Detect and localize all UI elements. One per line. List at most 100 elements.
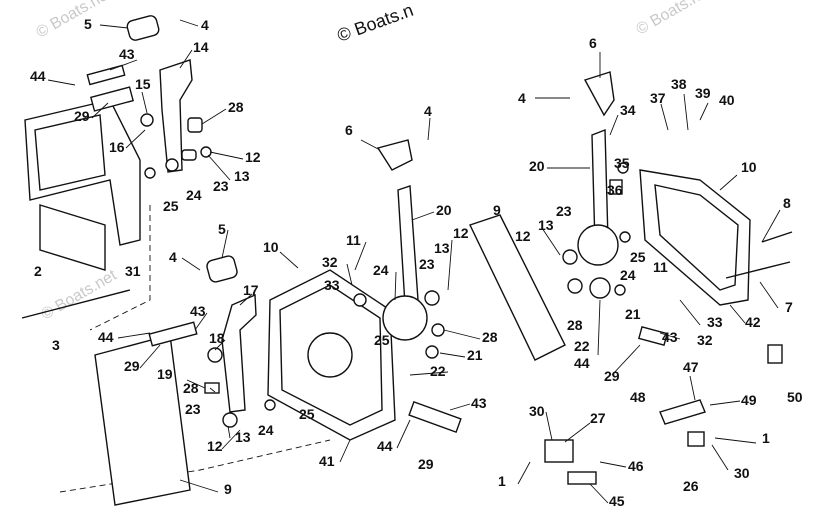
callout-25-right: 25	[630, 249, 646, 265]
callout-24-center: 24	[373, 262, 389, 278]
callout-15: 15	[135, 76, 151, 92]
callout-4-left: 4	[169, 249, 177, 265]
callout-45: 45	[609, 493, 625, 509]
callout-33-right: 33	[707, 314, 723, 330]
callout-6-center: 6	[345, 122, 353, 138]
callout-21-center: 21	[467, 347, 483, 363]
detent-28-upper	[187, 117, 203, 133]
callout-25-upper: 25	[163, 198, 179, 214]
link-bar-43	[86, 64, 126, 86]
callout-43-left: 43	[190, 303, 206, 319]
callout-32-left: 32	[322, 254, 338, 270]
leader-lines-upper-left	[47, 19, 244, 181]
long-screw-left	[21, 289, 131, 319]
bracket-29-upper	[90, 86, 134, 112]
callout-25-left: 25	[299, 406, 315, 422]
callout-18: 18	[209, 330, 225, 346]
callout-41: 41	[319, 453, 335, 469]
washer-25-upper	[144, 167, 156, 179]
mounting-plate-center	[469, 214, 566, 361]
callout-43-upper: 43	[119, 46, 135, 62]
callout-16: 16	[109, 139, 125, 155]
washer-13-upper	[200, 146, 212, 158]
callout-28-right: 28	[567, 317, 583, 333]
bracket-29-center	[408, 400, 462, 434]
callout-24-upper: 24	[186, 187, 202, 203]
control-housing-right	[639, 169, 751, 306]
callout-29-right: 29	[604, 368, 620, 384]
leader-lines-right	[517, 52, 781, 504]
callout-28-center: 28	[482, 329, 498, 345]
spacer-23-lower	[222, 412, 238, 428]
callout-33-left: 33	[324, 277, 340, 293]
detent-28-center	[431, 323, 445, 337]
throttle-lever-lower	[221, 293, 257, 413]
bezel-plate	[24, 99, 141, 246]
assembly-line-bottom	[59, 439, 331, 493]
callout-21-right: 21	[625, 306, 641, 322]
callout-36: 36	[607, 182, 623, 198]
spacer-23-center	[424, 290, 440, 306]
lever-knob-upper	[126, 15, 160, 41]
callout-24-left: 24	[258, 422, 274, 438]
anchor-27	[544, 439, 574, 463]
bushing-15	[140, 113, 154, 127]
callout-9-center: 9	[493, 202, 501, 218]
cable-end-48	[659, 399, 706, 425]
bushing-35	[617, 162, 629, 174]
callout-12-right: 12	[515, 228, 531, 244]
callout-22-center: 22	[430, 363, 446, 379]
bushing-36	[609, 179, 623, 195]
callout-12-left: 12	[207, 438, 223, 454]
callout-23-center: 23	[419, 256, 435, 272]
clip-50	[767, 344, 783, 364]
callout-24-right: 24	[620, 267, 636, 283]
shift-cam-center	[382, 295, 428, 341]
callout-27: 27	[590, 410, 606, 426]
callout-12-center: 12	[453, 225, 469, 241]
throttle-lever-right	[583, 71, 615, 117]
shift-lever-center	[397, 185, 419, 306]
callout-23-right: 23	[556, 203, 572, 219]
callout-44-left: 44	[98, 329, 114, 345]
washer-24-upper	[165, 158, 179, 172]
callout-47: 47	[683, 359, 699, 375]
callout-49: 49	[741, 392, 757, 408]
washer-24-right	[619, 231, 631, 243]
washer-24-lower	[264, 399, 276, 411]
screw-8	[761, 231, 793, 243]
bushing-18	[207, 347, 223, 363]
callout-19: 19	[157, 366, 173, 382]
callout-38: 38	[671, 76, 687, 92]
control-housing-center	[267, 269, 396, 441]
spring-33-center	[353, 293, 367, 307]
callout-13-right: 13	[538, 217, 554, 233]
callout-10-right: 10	[741, 159, 757, 175]
bracket-29-right	[638, 325, 668, 347]
callout-46: 46	[628, 458, 644, 474]
lever-knob-center	[376, 139, 413, 171]
callout-8: 8	[783, 195, 791, 211]
callout-26: 26	[683, 478, 699, 494]
callout-34: 34	[620, 102, 636, 118]
callout-48: 48	[630, 389, 646, 405]
watermark-main: © Boats.n	[335, 0, 416, 46]
callout-23-left: 23	[185, 401, 201, 417]
leader-lines-center	[279, 117, 481, 463]
detent-28-lower	[204, 382, 220, 394]
callout-12-upper: 12	[245, 149, 261, 165]
callout-1-right: 1	[762, 430, 770, 446]
callout-30-right: 30	[734, 465, 750, 481]
callout-7: 7	[785, 299, 793, 315]
callout-31: 31	[125, 263, 141, 279]
mounting-plate-left	[94, 334, 191, 506]
callout-1-center: 1	[498, 473, 506, 489]
callout-13-left: 13	[235, 429, 251, 445]
callout-35: 35	[614, 155, 630, 171]
shim-45	[567, 471, 597, 485]
callout-25-center: 25	[374, 332, 390, 348]
roller-21-center	[425, 345, 439, 359]
clip-26	[687, 431, 705, 447]
long-screw-7	[725, 261, 791, 279]
callout-6-right: 6	[589, 35, 597, 51]
